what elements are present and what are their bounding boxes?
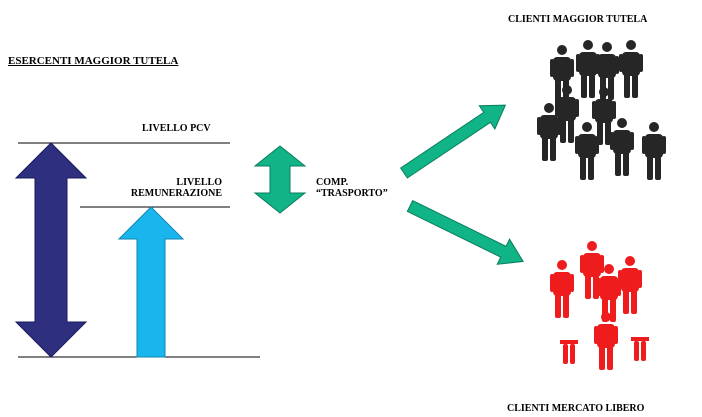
comp-trasporto-label: COMP. “TRASPORTO” — [316, 177, 388, 199]
person-icon — [550, 45, 574, 103]
person-icon — [610, 118, 634, 176]
person-icon — [575, 122, 599, 180]
comp-trasporto-double-arrow — [253, 145, 307, 214]
livello-remunerazione-label: LIVELLO REMUNERAZIONE — [105, 177, 222, 199]
livello-remunerazione-line1: LIVELLO — [176, 177, 222, 188]
person-icon — [618, 256, 642, 314]
pcv-double-arrow — [14, 142, 88, 358]
person-icon — [560, 340, 578, 364]
person-icon — [642, 122, 666, 180]
livello-remunerazione-line2: REMUNERAZIONE — [130, 188, 222, 199]
person-icon — [619, 40, 643, 98]
esercenti-title: ESERCENTI MAGGIOR TUTELA — [8, 55, 179, 67]
comp-line2: “TRASPORTO” — [316, 188, 388, 199]
person-icon — [631, 337, 649, 361]
people-group-tutela — [537, 40, 666, 180]
clienti-mercato-libero-title: CLIENTI MERCATO LIBERO — [507, 403, 645, 414]
remunerazione-up-arrow — [117, 206, 185, 358]
arrow-to-tutela — [399, 104, 507, 179]
clienti-maggior-tutela-title: CLIENTI MAGGIOR TUTELA — [508, 14, 648, 25]
comp-line1: COMP. — [316, 177, 349, 188]
arrow-to-libero — [406, 199, 524, 265]
people-group-libero — [550, 241, 649, 370]
person-icon — [550, 260, 574, 318]
livello-pcv-label: LIVELLO PCV — [142, 123, 211, 134]
